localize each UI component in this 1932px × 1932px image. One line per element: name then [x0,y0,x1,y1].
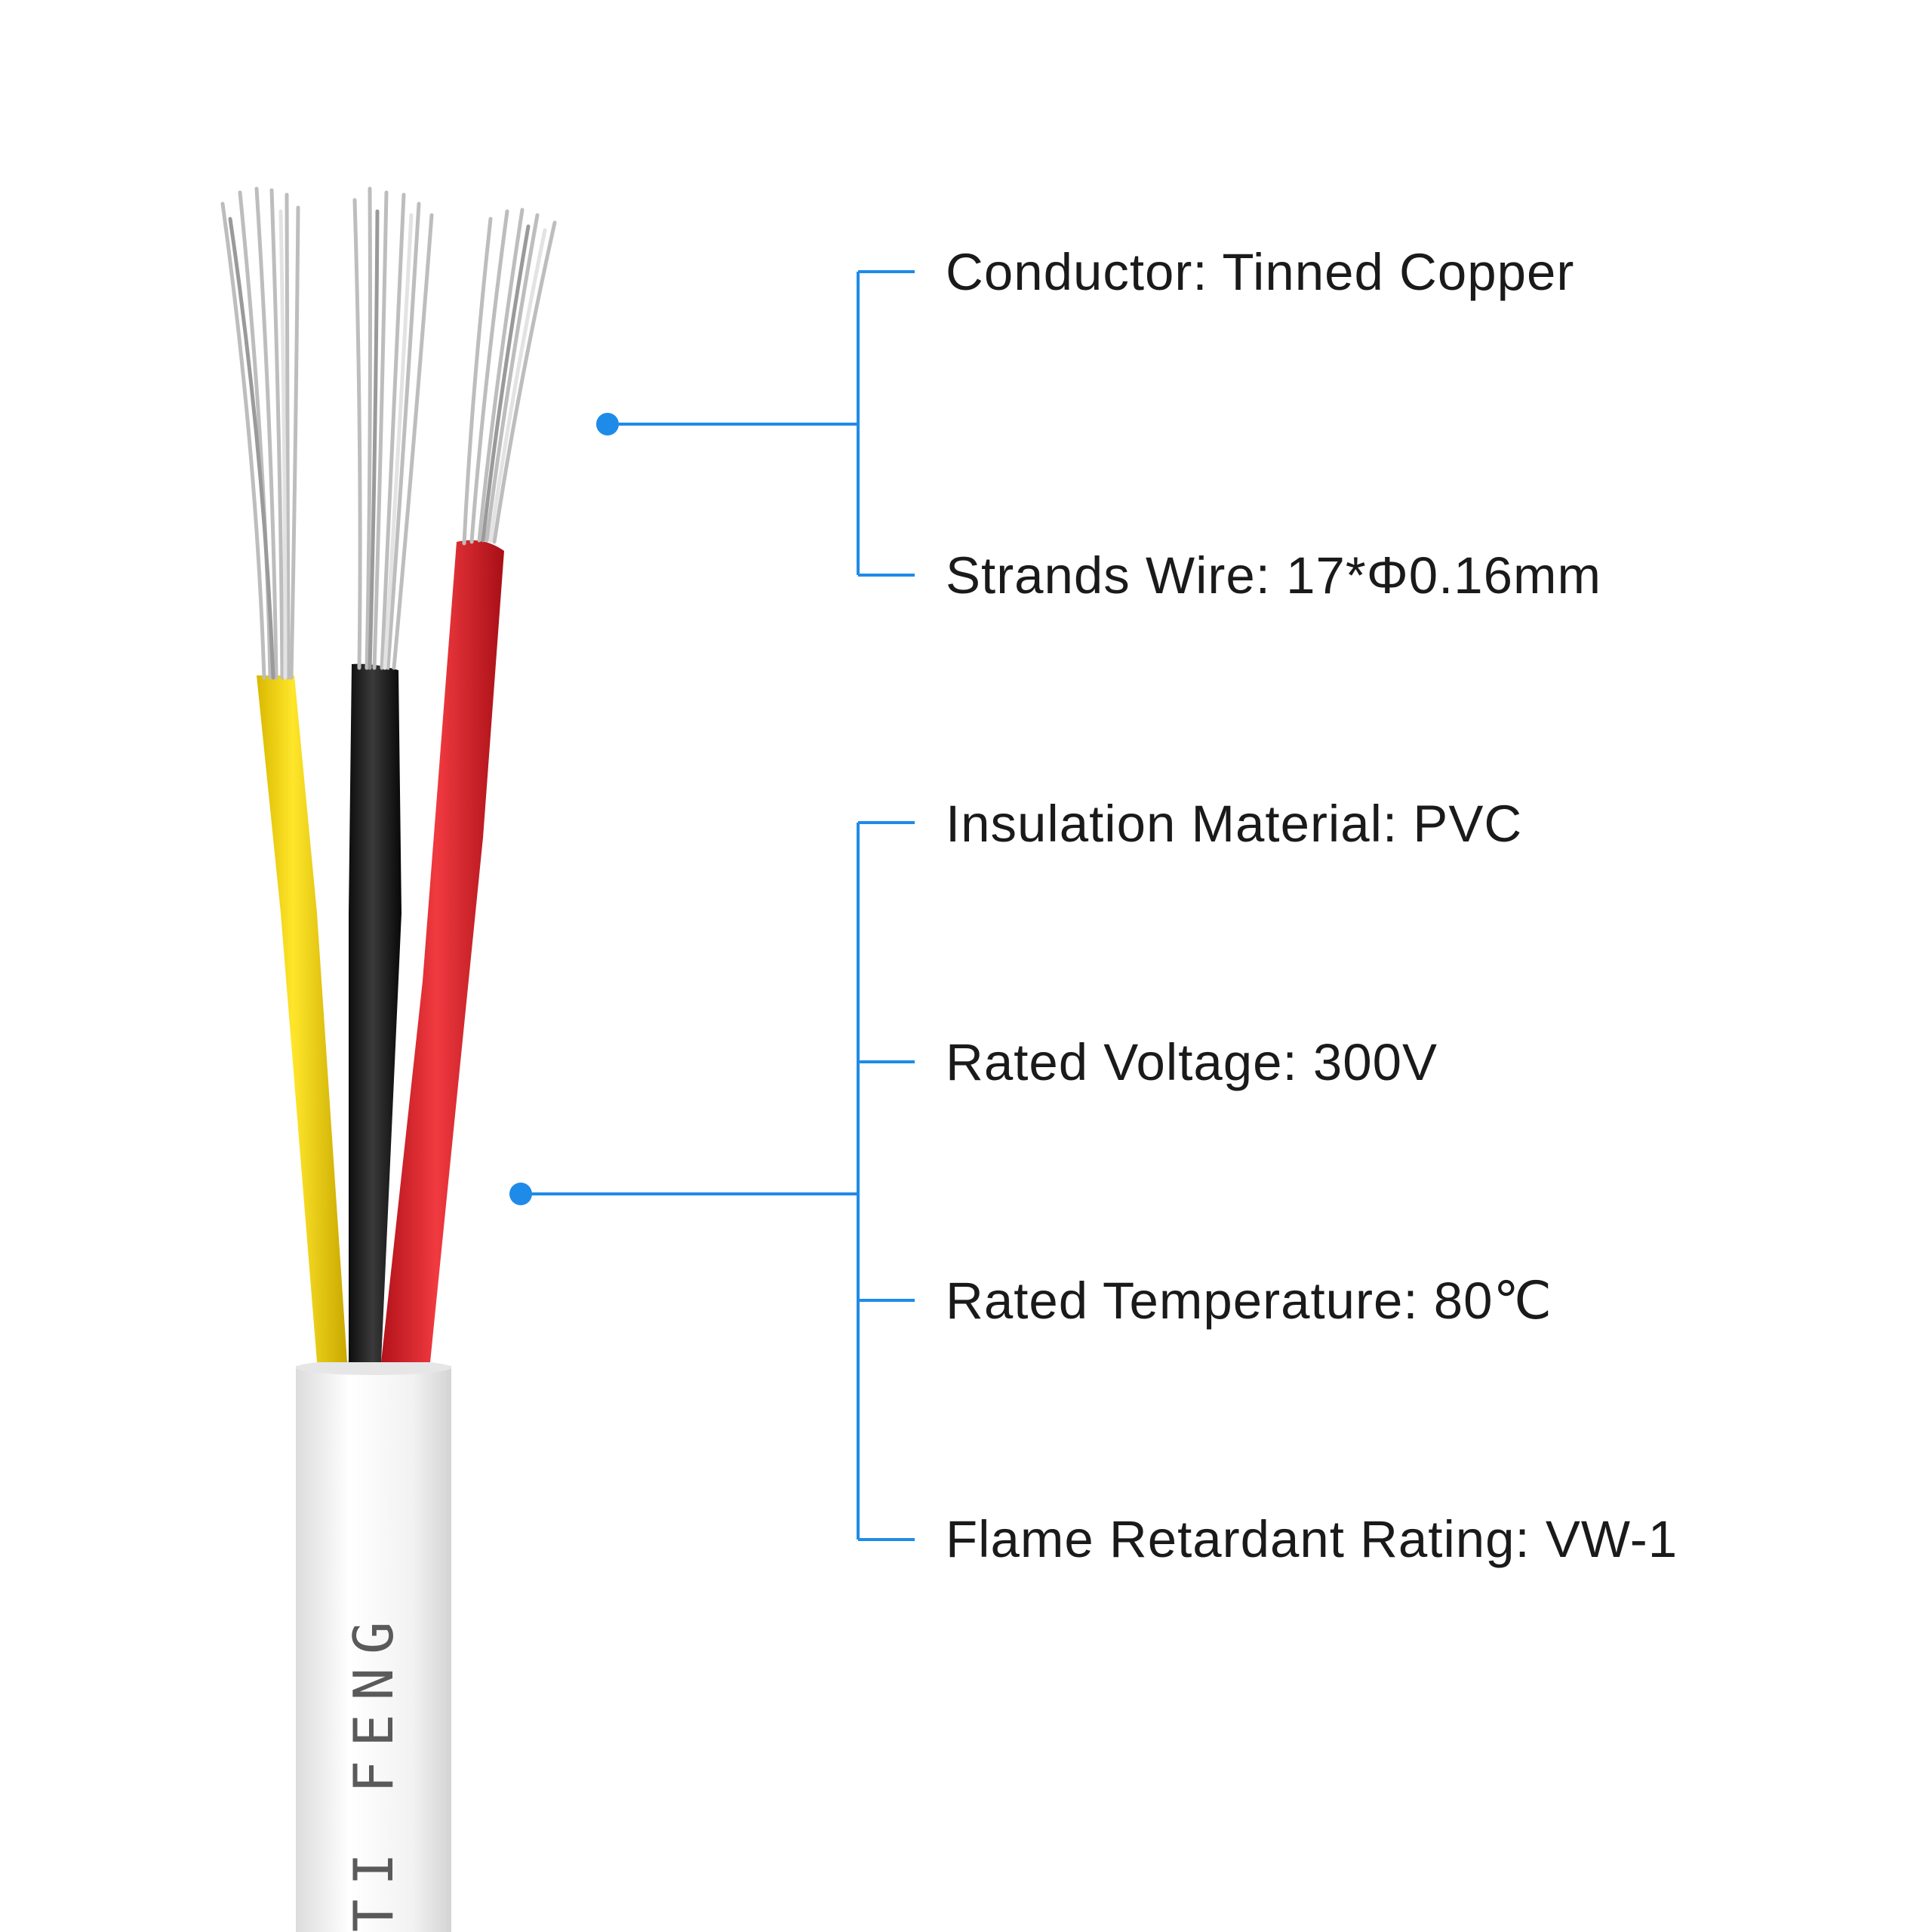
spec-rated-temperature: Rated Temperature: 80℃ [946,1272,1552,1330]
callout-insulation [521,821,915,1541]
callout-dot-insulation [509,1183,532,1205]
spec-strands-wire: Strands Wire: 17*Φ0.16mm [946,546,1602,605]
yellow-core [257,675,347,1362]
callout-dot-conductor [596,413,619,435]
spec-rated-voltage: Rated Voltage: 300V [946,1033,1438,1091]
red-core [381,540,504,1362]
callout-conductor [608,270,915,577]
spec-insulation-material: Insulation Material: PVC [946,795,1523,853]
spec-flame-retardant: Flame Retardant Rating: VW-1 [946,1510,1678,1568]
red-strands [462,208,557,546]
insulated-cores [257,540,504,1362]
cable-jacket [296,1360,451,1932]
black-core [349,663,401,1362]
yellow-strands [220,186,300,680]
cable-print-text: TI FENG [342,1608,405,1932]
black-strands [352,186,434,670]
spec-conductor: Conductor: Tinned Copper [946,243,1575,301]
